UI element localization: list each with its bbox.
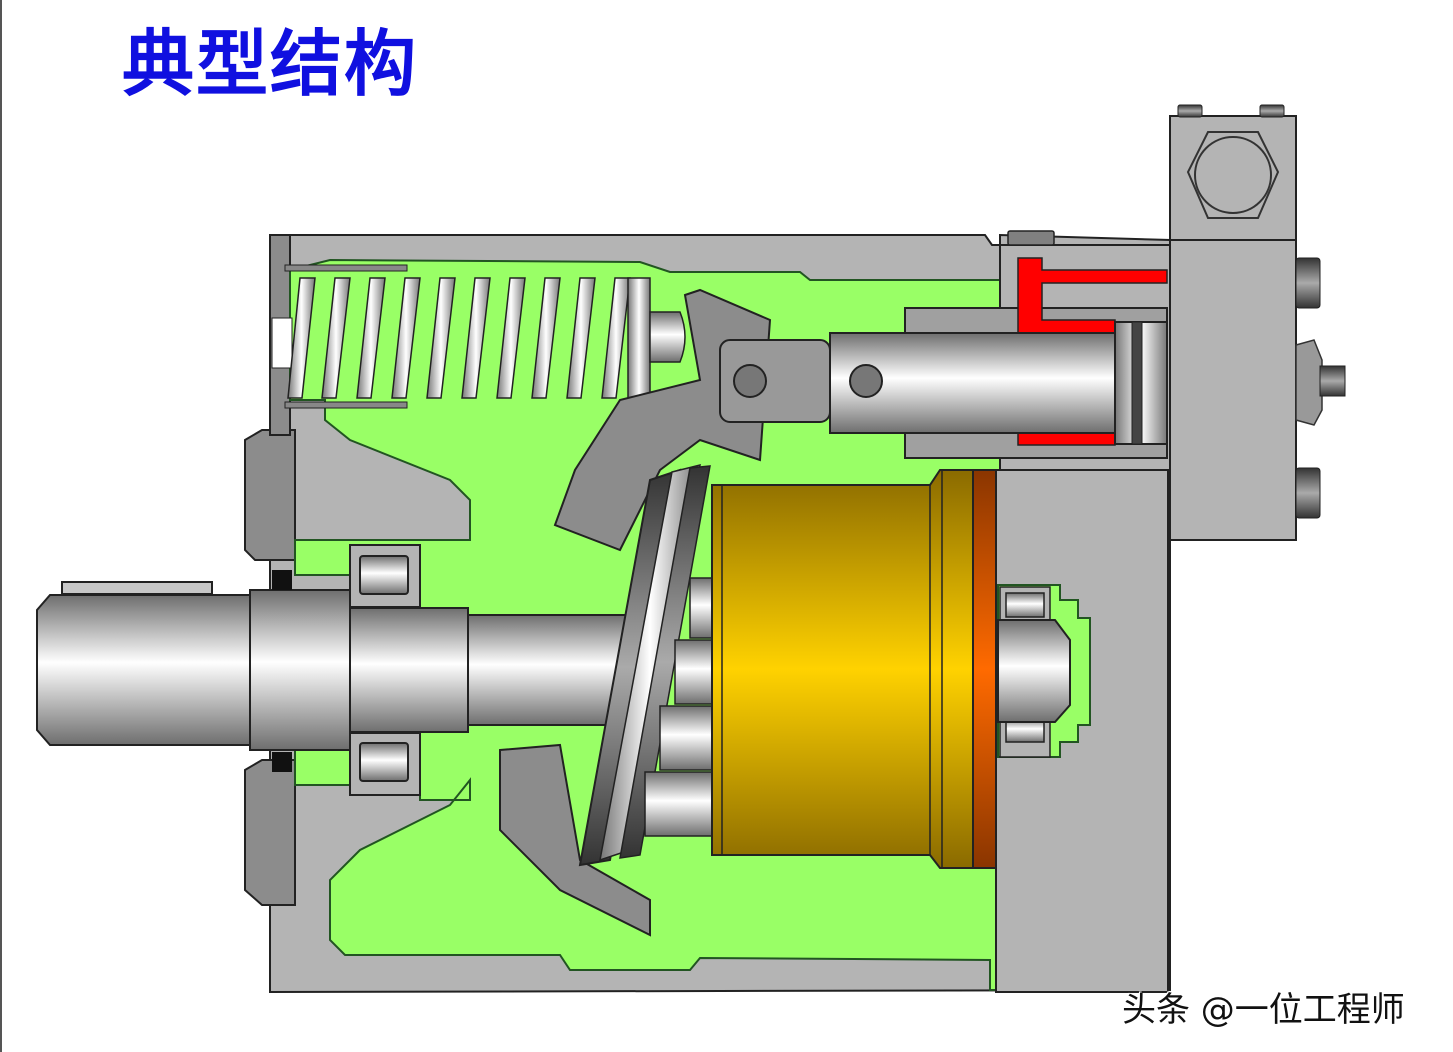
left-border [0, 0, 2, 1052]
swashplate-yoke [499, 288, 772, 937]
page-title: 典型结构 [122, 21, 419, 106]
adjusting-nut [1295, 339, 1323, 426]
cylinder-block [711, 469, 976, 869]
swashplate [578, 463, 711, 867]
front-bearing [349, 544, 421, 796]
shaft-seal-bottom [272, 752, 292, 772]
control-piston-assembly [719, 230, 1171, 471]
shaft-key [61, 581, 213, 595]
rear-bearing [997, 584, 1091, 758]
watermark: 头条 @一位工程师 [1122, 990, 1405, 1030]
return-spring [271, 264, 686, 409]
shaft-seal-top [272, 570, 292, 590]
control-valve-block [1169, 104, 1346, 541]
drive-shaft [36, 581, 649, 751]
valve-plate [972, 469, 999, 869]
control-link [719, 339, 831, 423]
adjusting-screw [1319, 365, 1346, 397]
